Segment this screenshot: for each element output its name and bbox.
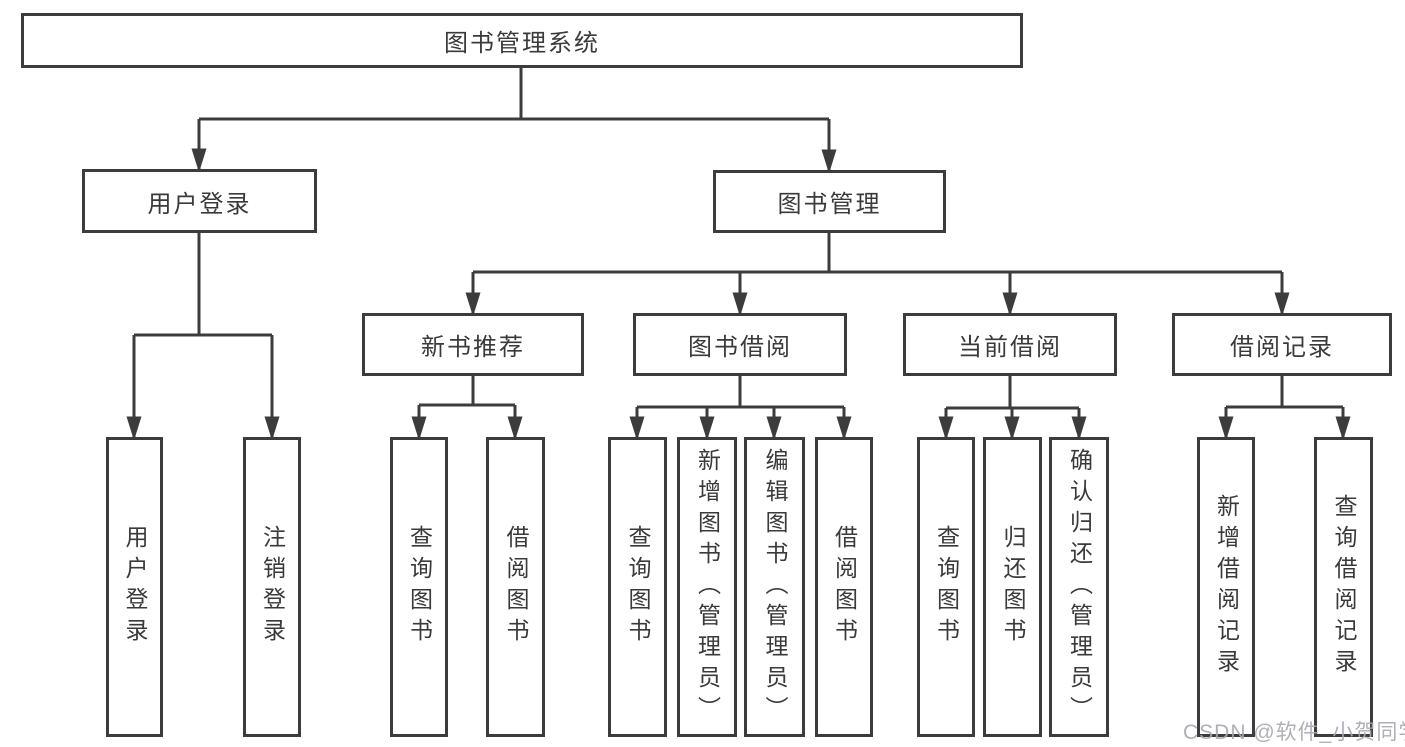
node-label: 新书推荐 (421, 334, 525, 361)
leaf-add-book-admin: 新增图书（管理员） (677, 437, 737, 737)
leaf-borrow-books-borrowing: 借阅图书 (815, 437, 873, 737)
node-label: 图书借阅 (688, 334, 792, 361)
node-label: 当前借阅 (958, 334, 1062, 361)
csdn-watermark: CSDN @软件_小贺同学 (1183, 721, 1405, 744)
leaf-add-borrow-record: 新增借阅记录 (1197, 437, 1255, 737)
node-label: 借阅记录 (1230, 334, 1334, 361)
leaf-query-borrow-record: 查询借阅记录 (1314, 437, 1373, 737)
leaf-label: 归还图书 (1000, 525, 1026, 649)
node-label: 用户登录 (147, 190, 252, 218)
leaf-label: 查询图书 (625, 525, 651, 649)
leaf-label: 借阅图书 (831, 525, 858, 649)
leaf-label: 查询图书 (933, 525, 960, 649)
leaf-label: 借阅图书 (503, 525, 529, 649)
leaf-borrow-books-recommend: 借阅图书 (486, 437, 545, 737)
leaf-label: 确认归还（管理员） (1066, 447, 1093, 727)
leaf-label: 查询图书 (406, 525, 433, 649)
node-current-borrowing: 当前借阅 (903, 313, 1117, 376)
node-label: 图书管理 (777, 191, 882, 218)
leaf-user-login: 用户登录 (106, 437, 163, 737)
leaf-label: 新增图书（管理员） (694, 447, 721, 727)
node-label: 图书管理系统 (444, 30, 600, 57)
connector-line (134, 68, 1343, 410)
leaf-label: 查询借阅记录 (1331, 494, 1357, 680)
leaf-query-books-current: 查询图书 (917, 437, 975, 737)
node-root: 图书管理系统 (21, 13, 1023, 68)
leaf-return-books: 归还图书 (983, 437, 1042, 737)
leaf-label: 新增借阅记录 (1213, 494, 1240, 680)
node-borrow-records: 借阅记录 (1172, 313, 1392, 376)
leaf-label: 注销登录 (259, 525, 286, 649)
node-user-login: 用户登录 (82, 169, 317, 233)
leaf-query-books-recommend: 查询图书 (390, 437, 448, 737)
leaf-confirm-return-admin: 确认归还（管理员） (1049, 437, 1109, 737)
leaf-logout: 注销登录 (243, 437, 301, 737)
node-book-borrowing: 图书借阅 (633, 313, 847, 376)
node-new-book-recommend: 新书推荐 (362, 313, 584, 376)
node-book-management: 图书管理 (713, 170, 946, 233)
leaf-query-books-borrowing: 查询图书 (608, 437, 667, 737)
leaf-label: 用户登录 (122, 525, 148, 649)
leaf-label: 编辑图书（管理员） (762, 447, 788, 727)
leaf-edit-book-admin: 编辑图书（管理员） (744, 437, 805, 737)
